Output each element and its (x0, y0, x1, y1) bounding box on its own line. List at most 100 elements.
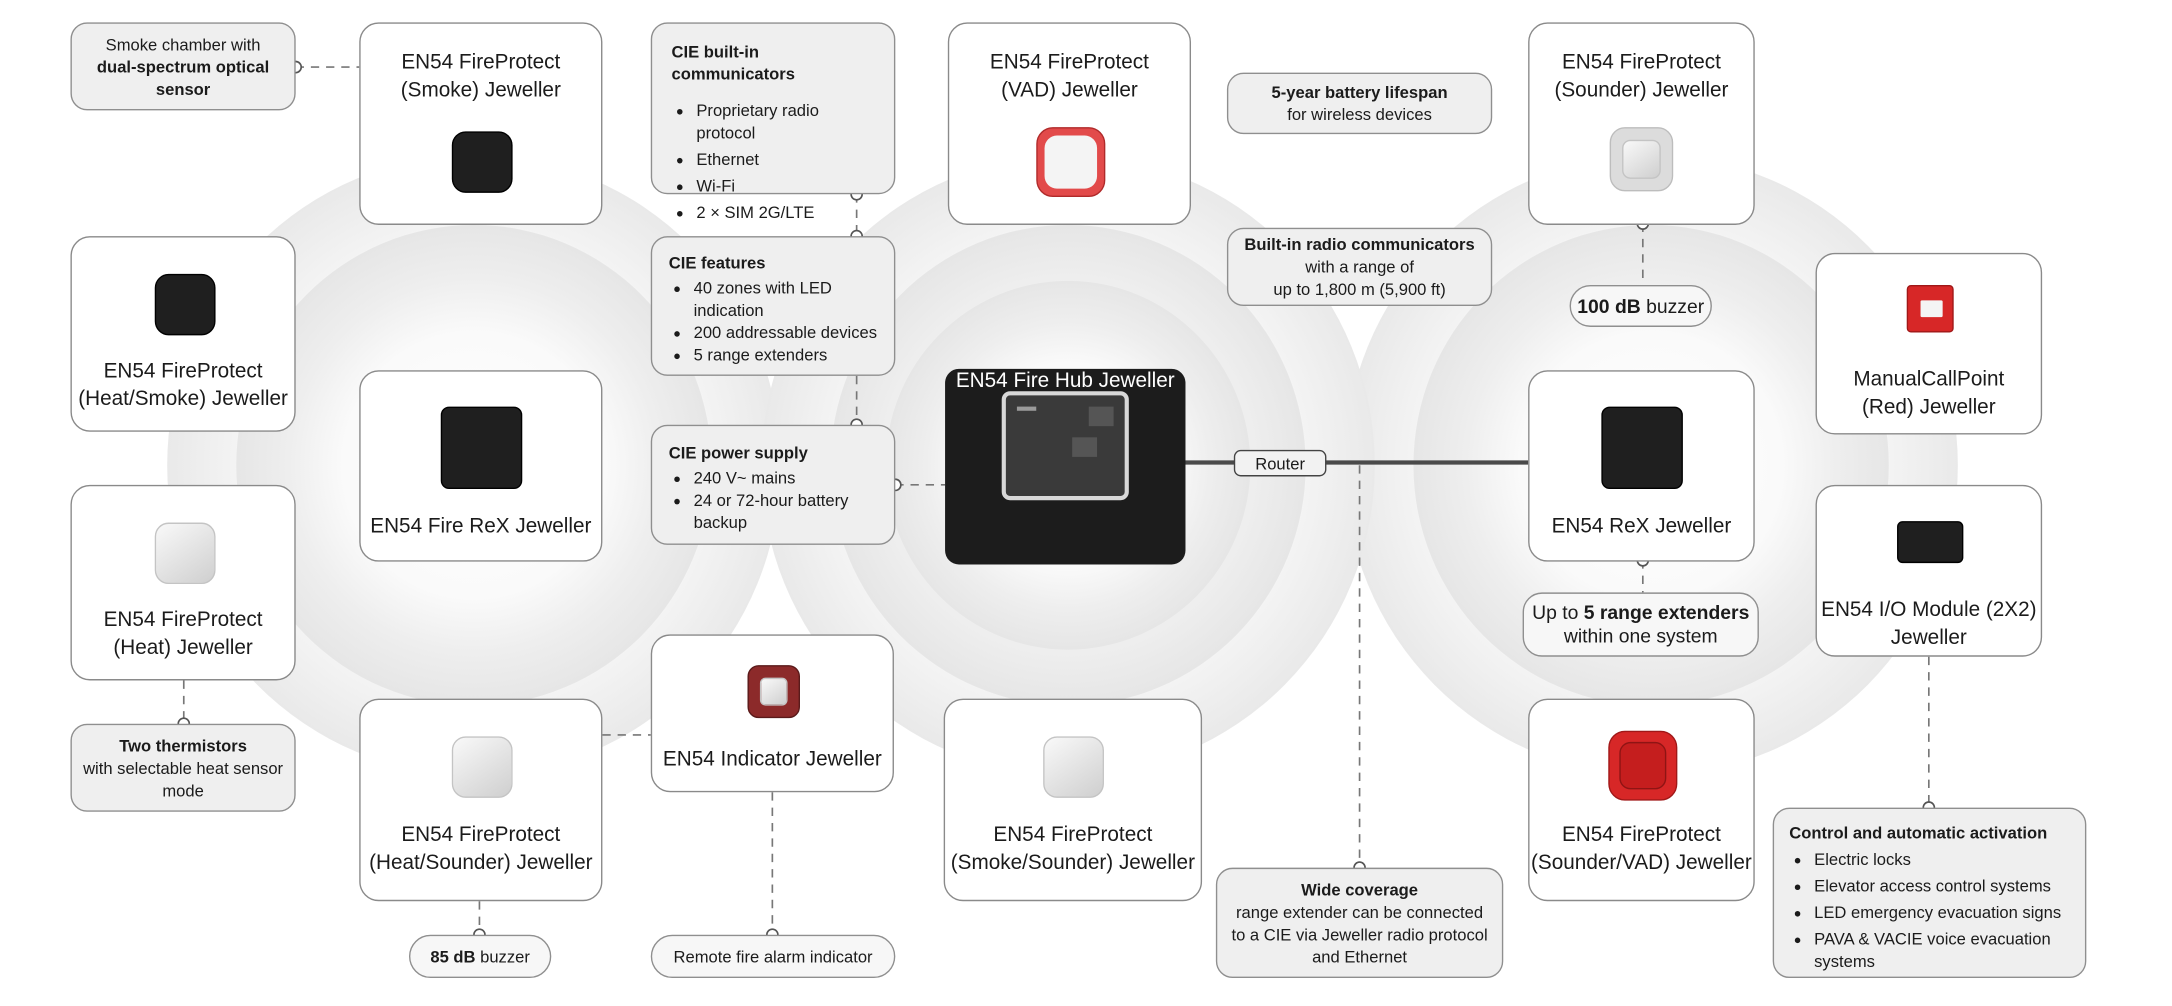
note-thermistors-bold: Two thermistors (119, 735, 247, 756)
note-wide-coverage: Wide coverage range extender can be conn… (1215, 867, 1504, 979)
device-card-heat-smoke[interactable]: EN54 FireProtect (Heat/Smoke) Jeweller (70, 236, 296, 432)
note-remote-indicator: Remote fire alarm indicator (650, 934, 896, 979)
device-card-sounder[interactable]: EN54 FireProtect (Sounder) Jeweller (1528, 22, 1755, 225)
device-label-indicator: EN54 Indicator Jeweller (662, 747, 882, 772)
hub-card[interactable]: EN54 Fire Hub Jeweller (945, 368, 1186, 565)
manual-call-point-icon (1906, 285, 1954, 333)
heat-sounder-icon (451, 736, 513, 798)
hub-screen-detail (1016, 406, 1037, 411)
note-cie-communicators: CIE built-in communicators Proprietary r… (650, 22, 896, 222)
note-cie-features-list: 40 zones with LED indication 200 address… (669, 277, 878, 366)
device-card-heat[interactable]: EN54 FireProtect (Heat) Jeweller (70, 484, 296, 681)
smoke-sounder-icon (1043, 736, 1104, 798)
note-control-activation-list: Electric locks Elevator access control s… (1789, 848, 2069, 972)
note-cie-communicators-item: Wi-Fi (696, 175, 874, 197)
hub-device-icon (1001, 391, 1129, 501)
note-radio-communicators-bold: Built-in radio communicators (1244, 234, 1475, 255)
note-cie-communicators-title: CIE built-in communicators (671, 41, 795, 84)
note-battery: 5-year battery lifespan for wireless dev… (1226, 72, 1493, 135)
indicator-icon (747, 665, 800, 719)
device-label-hub: EN54 Fire Hub Jeweller (955, 368, 1175, 393)
indicator-lens-icon (759, 677, 788, 706)
device-card-fire-rex[interactable]: EN54 Fire ReX Jeweller (359, 370, 603, 562)
note-cie-communicators-item: 2 × SIM 2G/LTE (696, 201, 874, 223)
note-smoke-chamber: Smoke chamber with dual-spectrum optical… (70, 22, 296, 111)
fire-rex-icon (440, 406, 523, 490)
hub-screen-tile (1072, 437, 1098, 457)
vad-lens-icon (1044, 135, 1098, 189)
note-cie-features-item: 40 zones with LED indication (694, 277, 878, 322)
note-cie-features: CIE features 40 zones with LED indicatio… (650, 236, 896, 376)
hub-screen-tile (1088, 406, 1114, 427)
device-label-heat-sounder: EN54 FireProtect (Heat/Sounder) Jeweller (369, 822, 593, 875)
vad-icon (1036, 127, 1106, 198)
note-cie-communicators-list: Proprietary radio protocol Ethernet Wi-F… (671, 99, 874, 223)
note-buzzer-85: 85 dB buzzer (408, 934, 552, 979)
note-radio-communicators-rest: with a range of up to 1,800 m (5,900 ft) (1273, 257, 1446, 300)
device-label-fire-rex: EN54 Fire ReX Jeweller (370, 514, 592, 538)
device-card-sounder-vad[interactable]: EN54 FireProtect (Sounder/VAD) Jeweller (1528, 698, 1755, 902)
note-range-extenders-pre: Up to (1532, 600, 1584, 624)
note-radio-communicators: Built-in radio communicators with a rang… (1226, 227, 1493, 306)
note-thermistors: Two thermistors with selectable heat sen… (70, 723, 296, 812)
sounder-grille-icon (1622, 139, 1661, 179)
manual-call-point-window-icon (1920, 300, 1943, 318)
heat-smoke-detector-icon (154, 273, 216, 336)
note-cie-power: CIE power supply 240 V~ mains 24 or 72-h… (650, 424, 896, 545)
note-cie-features-item: 5 range extenders (694, 344, 878, 366)
device-card-heat-sounder[interactable]: EN54 FireProtect (Heat/Sounder) Jeweller (359, 698, 603, 902)
device-label-heat: EN54 FireProtect (Heat) Jeweller (103, 607, 263, 660)
note-buzzer-100-rest: buzzer (1640, 294, 1705, 318)
device-label-sounder-vad: EN54 FireProtect (Sounder/VAD) Jeweller (1531, 822, 1752, 875)
note-control-activation: Control and automatic activation Electri… (1772, 807, 2087, 979)
note-cie-communicators-item: Ethernet (696, 148, 874, 170)
device-label-mcp: ManualCallPoint (Red) Jeweller (1853, 367, 2005, 420)
device-card-io-module[interactable]: EN54 I/O Module (2X2) Jeweller (1815, 484, 2043, 657)
io-module-icon (1897, 521, 1964, 564)
device-card-indicator[interactable]: EN54 Indicator Jeweller (650, 634, 894, 793)
note-battery-rest: for wireless devices (1287, 104, 1432, 125)
device-label-sounder: EN54 FireProtect (Sounder) Jeweller (1554, 50, 1729, 102)
note-cie-features-item: 200 addressable devices (694, 321, 878, 343)
note-buzzer-85-value: 85 dB (430, 946, 476, 967)
device-card-smoke-sounder[interactable]: EN54 FireProtect (Smoke/Sounder) Jewelle… (943, 698, 1203, 902)
note-thermistors-rest: with selectable heat sensor mode (83, 757, 284, 800)
device-card-mcp[interactable]: ManualCallPoint (Red) Jeweller (1815, 252, 2043, 435)
device-card-smoke[interactable]: EN54 FireProtect (Smoke) Jeweller (359, 22, 603, 225)
note-cie-power-item: 240 V~ mains (694, 467, 878, 489)
note-buzzer-100-value: 100 dB (1577, 294, 1641, 318)
note-control-activation-item: Electric locks (1814, 848, 2070, 870)
device-card-rex[interactable]: EN54 ReX Jeweller (1528, 370, 1755, 562)
note-control-activation-title: Control and automatic activation (1789, 822, 2048, 843)
device-label-smoke: EN54 FireProtect (Smoke) Jeweller (400, 50, 561, 102)
note-control-activation-item: PAVA & VACIE voice evacuation systems (1814, 928, 2070, 973)
heat-detector-icon (154, 522, 216, 585)
sounder-vad-icon (1608, 730, 1678, 801)
note-cie-power-title: CIE power supply (668, 442, 808, 463)
device-label-smoke-sounder: EN54 FireProtect (Smoke/Sounder) Jewelle… (950, 822, 1195, 875)
note-wide-coverage-rest: range extender can be connected to a CIE… (1231, 901, 1488, 967)
note-range-extenders-bold: 5 range extenders (1583, 600, 1750, 624)
note-smoke-chamber-bold: dual-spectrum optical sensor (96, 56, 270, 99)
note-cie-features-title: CIE features (668, 252, 766, 273)
note-smoke-chamber-pre: Smoke chamber with (105, 34, 261, 54)
note-control-activation-item: Elevator access control systems (1814, 875, 2070, 897)
sounder-icon (1609, 127, 1674, 192)
note-cie-power-item: 24 or 72-hour battery backup (694, 489, 878, 534)
router-label: Router (1233, 449, 1327, 477)
smoke-detector-icon (451, 131, 513, 193)
note-buzzer-100: 100 dB buzzer (1569, 285, 1712, 327)
device-card-vad[interactable]: EN54 FireProtect (VAD) Jeweller (947, 22, 1192, 225)
note-control-activation-item: LED emergency evacuation signs (1814, 901, 2070, 923)
device-label-io-module: EN54 I/O Module (2X2) Jeweller (1821, 598, 2037, 650)
device-label-rex: EN54 ReX Jeweller (1551, 514, 1732, 538)
note-battery-bold: 5-year battery lifespan (1271, 82, 1448, 102)
note-range-extenders: Up to 5 range extenders within one syste… (1522, 592, 1759, 657)
note-range-extenders-rest: within one system (1563, 624, 1718, 647)
device-label-vad: EN54 FireProtect (VAD) Jeweller (989, 50, 1149, 102)
rex-icon (1601, 406, 1683, 490)
note-cie-communicators-item: Proprietary radio protocol (696, 99, 874, 144)
device-label-heat-smoke: EN54 FireProtect (Heat/Smoke) Jeweller (78, 359, 288, 411)
